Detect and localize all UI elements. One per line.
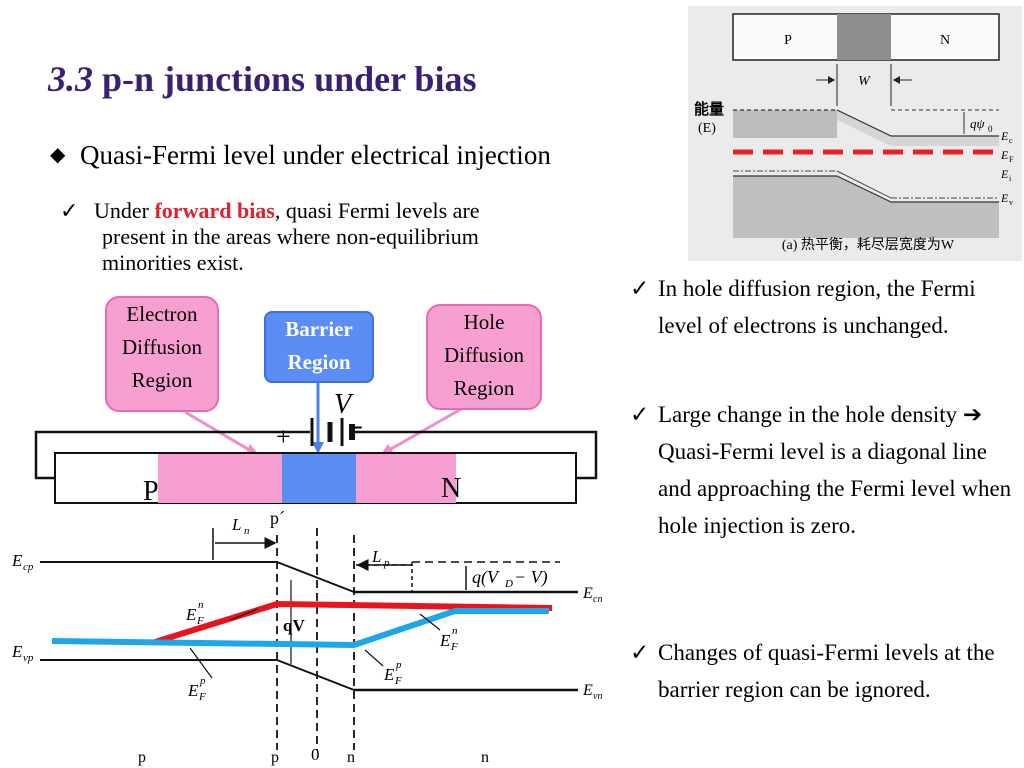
hole-quasi-fermi-line [51,608,549,649]
svg-text:E: E [439,631,451,650]
hole-diffusion-bubble: Hole Diffusion Region [426,304,542,410]
check-icon: ✓ [630,276,650,301]
svg-text:p: p [138,749,146,766]
photo-p-label: P [784,33,792,48]
electron-pointer-arrow [184,410,259,457]
main-bullet: ◆ Quasi-Fermi level under electrical inje… [50,140,551,171]
photo-energy-label: 能量 [694,100,724,118]
svg-text:n: n [452,625,458,637]
evp-label: E [11,642,23,661]
svg-text:cn: cn [593,594,602,605]
electron-diffusion-bubble: Electron Diffusion Region [105,296,219,412]
svg-text:E: E [1000,148,1009,162]
svg-text:vn: vn [593,691,602,702]
forward-bias-note: ✓Under forward bias, quasi Fermi levels … [60,198,480,275]
slide-title: 3.3 p-n junctions under bias [48,58,476,100]
photo-n-label: N [940,33,950,48]
evn-label: E [582,682,593,699]
svg-text:− V): − V) [514,567,548,588]
svg-text:n: n [198,599,204,611]
valence-band-barrier [276,659,355,691]
equilibrium-band-figure: P N W 能量 (E) qψ 0 E c E F E i E v ( [688,6,1022,261]
svg-text:E: E [383,665,395,684]
electron-quasi-fermi-line [154,600,553,645]
svg-text:F: F [1009,155,1014,164]
svg-text:D: D [504,578,513,590]
svg-text:0: 0 [311,745,320,764]
hole-diffusion-zone [356,454,456,503]
svg-text:E: E [185,605,197,624]
check-icon: ✓ [630,402,650,427]
check-icon: ✓ [60,198,79,223]
forward-bias-highlight: forward bias [154,198,275,223]
n-side-label: N [441,473,461,504]
svg-text:i: i [1009,174,1012,183]
ecn-label: E [582,585,593,602]
title-number: 3.3 [48,59,93,99]
svg-text:E: E [1000,167,1009,181]
svg-text:c: c [1009,136,1013,145]
svg-text:E: E [1000,129,1009,143]
equilibrium-band-svg: P N W 能量 (E) qψ 0 E c E F E i E v ( [694,13,1014,253]
svg-text:F: F [196,615,204,627]
voltage-label: V [334,389,354,420]
right-note-2: ✓ Large change in the hole density ➔ Qua… [630,396,1015,544]
battery-minus: - [354,411,363,440]
right-note-1: ✓ In hole diffusion region, the Fermi le… [630,270,1015,344]
electron-diffusion-zone [158,454,282,503]
photo-caption: (a) 热平衡，耗尽层宽度为W [782,236,955,253]
photo-energy-unit: (E) [698,121,716,136]
svg-text:L: L [371,547,381,566]
svg-text:E: E [1000,191,1009,205]
right-note-3: ✓ Changes of quasi-Fermi levels at the b… [630,634,1015,708]
svg-text:p: p [395,659,402,671]
svg-text:n: n [481,749,489,766]
svg-text:cp: cp [23,561,34,573]
svg-text:v: v [1009,198,1013,207]
qv-label: qV [283,616,305,635]
svg-text:0: 0 [988,124,993,134]
battery-plus: + [276,422,291,451]
diamond-bullet-icon: ◆ [50,144,66,166]
hole-pointer-arrow [381,402,471,456]
svg-text:E: E [187,681,199,700]
svg-text:p: p [199,675,206,687]
barrier-zone [282,454,356,503]
bullet-text: Quasi-Fermi level under electrical injec… [80,140,551,170]
barrier-height-label: q(V [472,567,500,588]
p-prime-label: p´ [270,508,285,528]
svg-text:F: F [198,691,206,703]
svg-text:L: L [231,515,241,534]
svg-text:p: p [383,557,390,569]
title-text: p-n junctions under bias [102,59,477,99]
circuit-wire-right [355,430,598,480]
svg-text:n: n [244,525,250,537]
barrier-region-bubble: Barrier Region [264,311,374,383]
circuit-wire-left [34,430,310,480]
svg-text:qψ: qψ [970,116,986,131]
svg-text:n: n [347,749,355,766]
svg-text:F: F [394,675,402,687]
p-side-label: P [143,476,159,507]
photo-w-label: W [858,74,871,89]
conduction-band-barrier [276,561,355,593]
check-icon: ✓ [630,640,650,665]
svg-text:p: p [271,749,279,766]
svg-text:vp: vp [23,652,34,664]
ecp-label: E [11,551,23,570]
svg-text:F: F [450,641,458,653]
